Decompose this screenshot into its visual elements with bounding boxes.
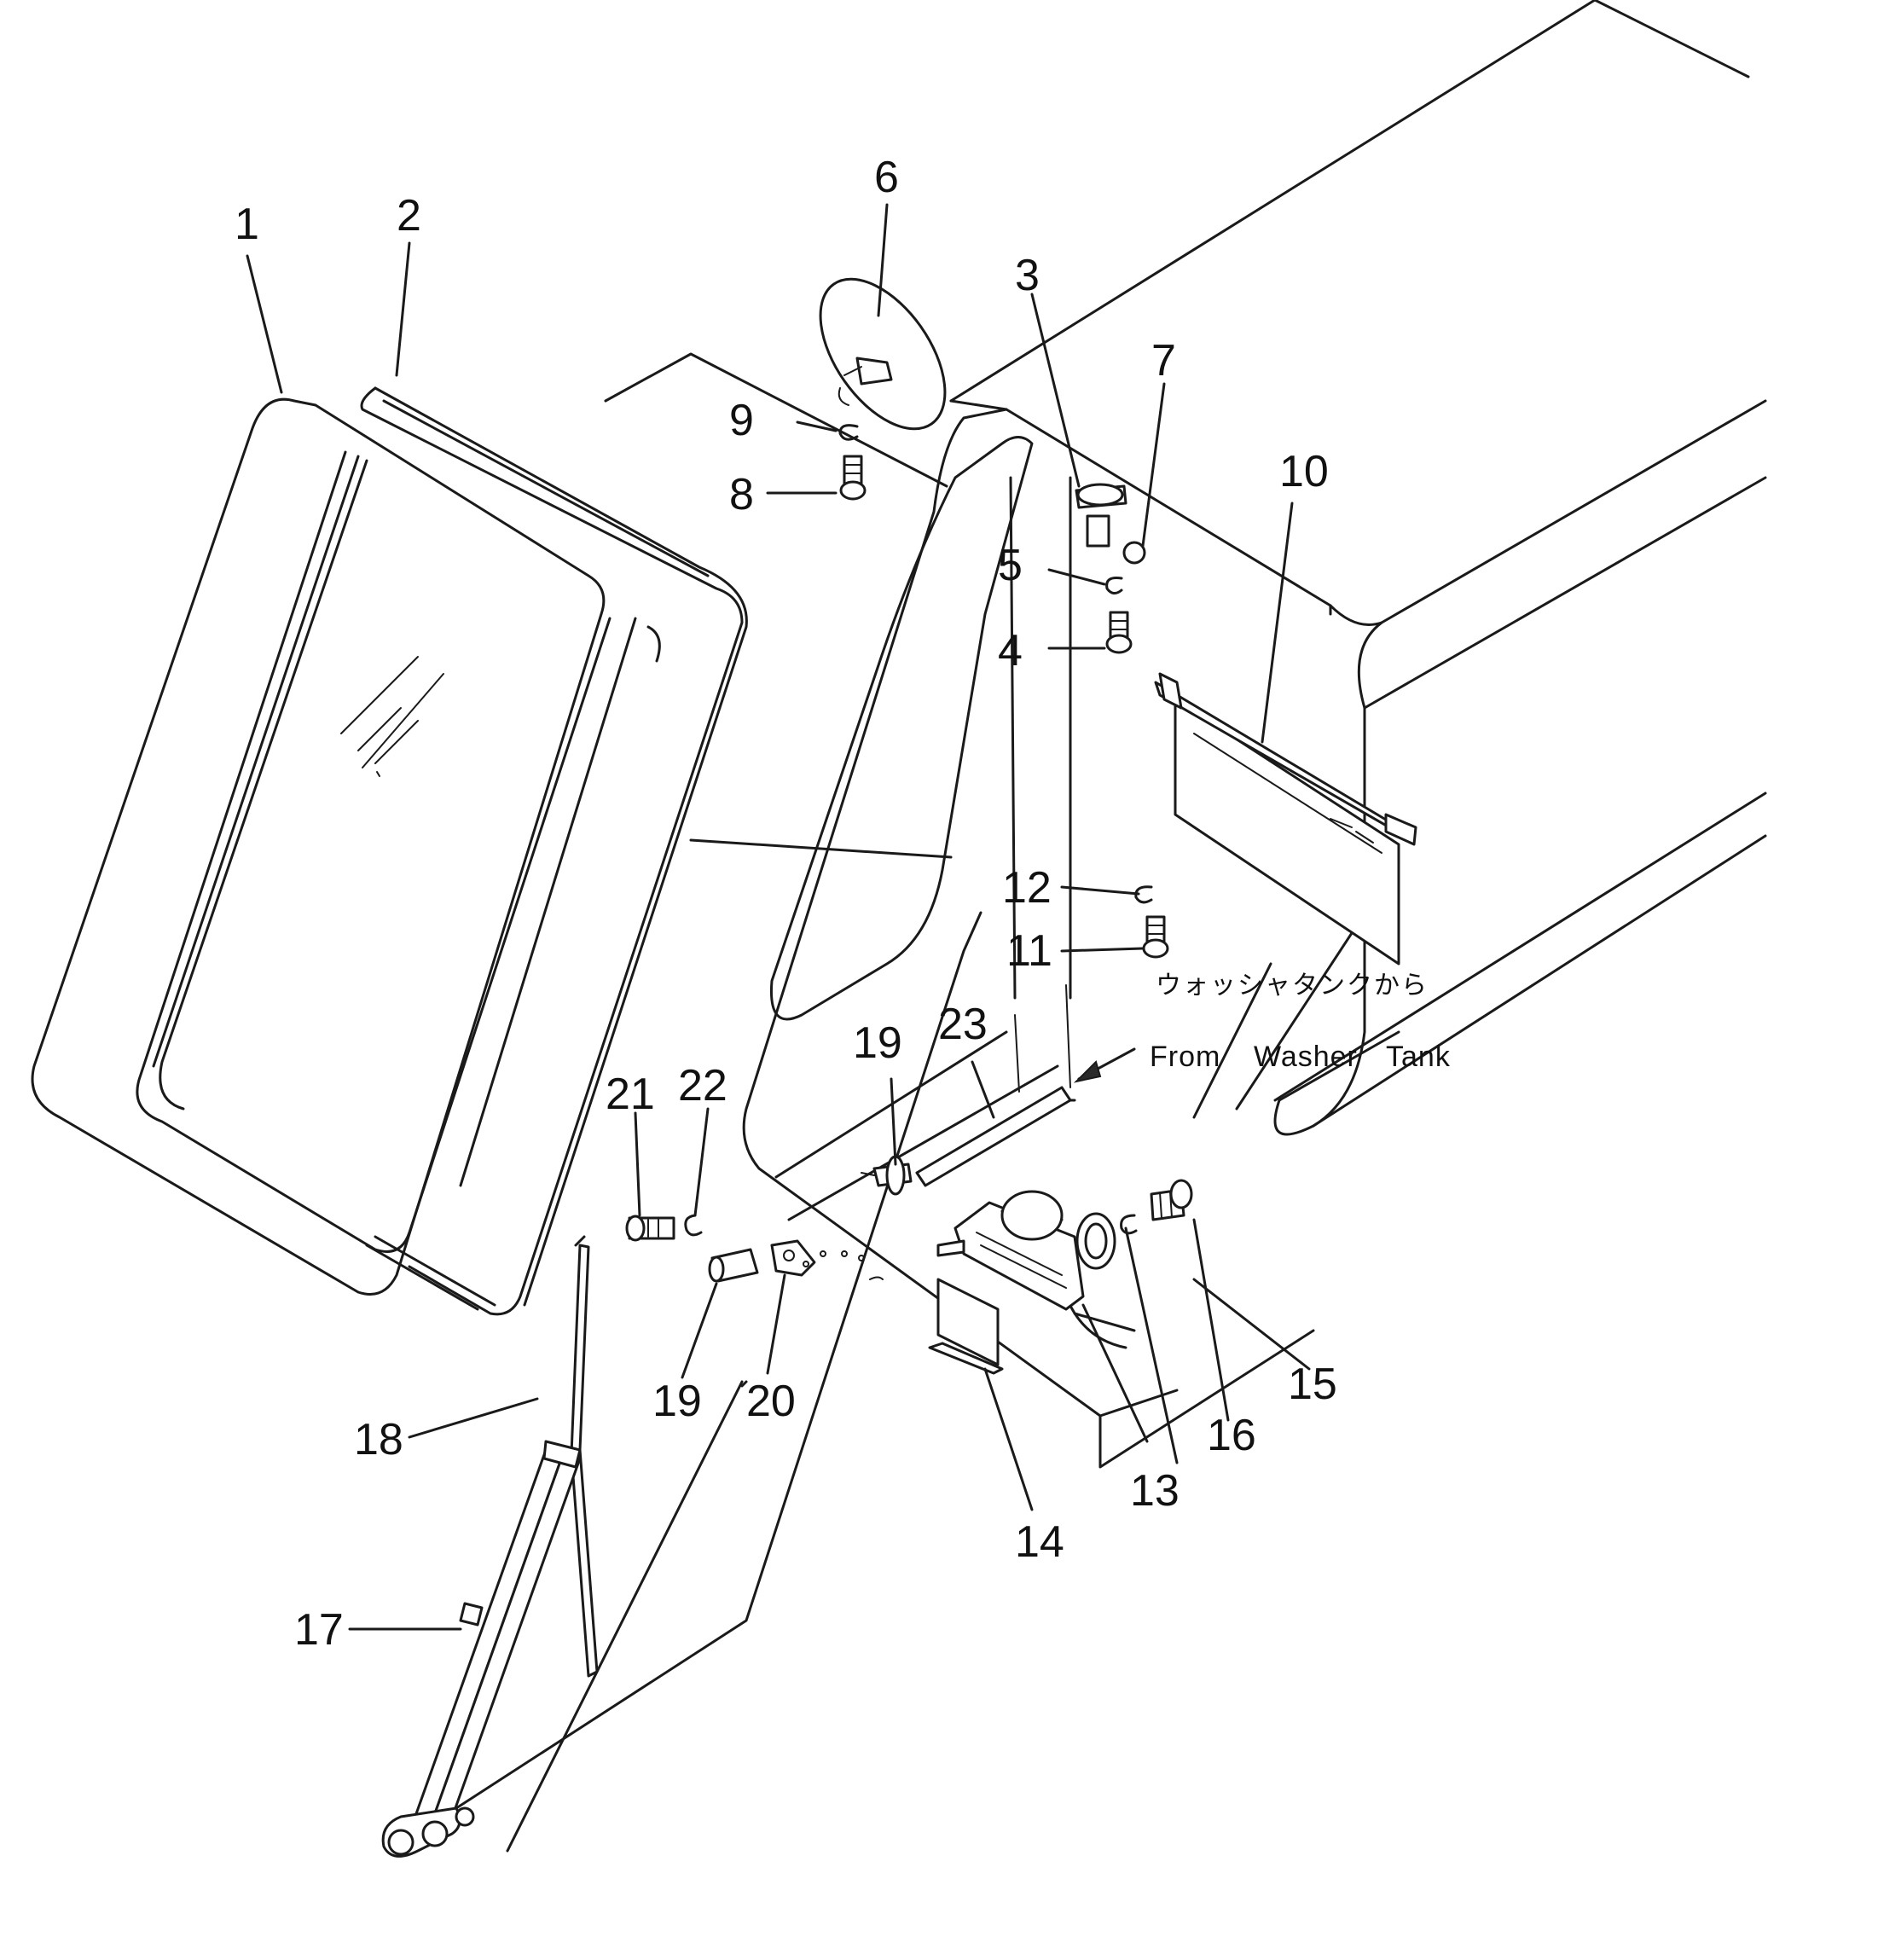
label-18: 18 — [354, 1415, 403, 1464]
washer-16 — [1120, 1214, 1138, 1235]
washer-tank-note: ウォッシャタンクから From Washer Tank — [1150, 971, 1451, 1073]
label-9: 9 — [729, 396, 754, 445]
washer-12 — [1134, 885, 1153, 904]
label-13: 13 — [1130, 1466, 1180, 1516]
note-washer: Washer — [1254, 1041, 1358, 1073]
label-2: 2 — [397, 191, 421, 241]
bolt-4 — [1105, 611, 1133, 654]
label-20: 20 — [746, 1377, 796, 1426]
washer-9 — [838, 424, 859, 441]
label-16: 16 — [1207, 1411, 1256, 1460]
joint-19-upper — [861, 1155, 913, 1196]
bolt-15 — [1150, 1179, 1193, 1221]
label-8: 8 — [729, 470, 754, 519]
bolt-8 — [839, 455, 867, 501]
label-6: 6 — [874, 153, 899, 202]
part-labels: 1 2 6 3 7 10 9 8 5 4 12 11 19 23 21 22 1… — [235, 153, 1337, 1655]
callout-leaders — [246, 203, 1311, 1631]
bracket-14 — [928, 1278, 1004, 1375]
label-1: 1 — [235, 200, 259, 249]
mirror-disc-6 — [819, 277, 947, 431]
bolt-11 — [1142, 915, 1169, 959]
washer-tank-arrow — [1073, 1047, 1136, 1083]
label-22: 22 — [678, 1061, 727, 1110]
label-12: 12 — [1002, 863, 1052, 913]
note-from: From — [1150, 1041, 1220, 1073]
note-japanese: ウォッシャタンクから — [1156, 971, 1429, 1000]
label-23: 23 — [938, 1000, 988, 1049]
washer-22 — [684, 1214, 703, 1237]
pin-19-lower — [708, 1248, 759, 1283]
wiper-motor-13 — [936, 1190, 1116, 1311]
label-14: 14 — [1015, 1517, 1064, 1567]
label-17: 17 — [294, 1605, 344, 1655]
label-21: 21 — [606, 1070, 655, 1119]
label-19-lower: 19 — [652, 1377, 702, 1426]
hose-23 — [915, 1086, 1076, 1187]
label-10: 10 — [1279, 447, 1329, 496]
label-15: 15 — [1288, 1360, 1337, 1409]
label-5: 5 — [998, 541, 1023, 590]
nozzle-3 — [1075, 483, 1127, 548]
window-frame-seal — [360, 386, 748, 1316]
bolt-21 — [625, 1215, 675, 1242]
label-11: 11 — [1006, 926, 1052, 976]
note-tank: Tank — [1386, 1041, 1451, 1073]
cab-body — [742, 0, 1767, 1469]
nut-7 — [1122, 541, 1146, 565]
leader-lines — [455, 352, 1400, 1853]
plate-20 — [770, 1239, 884, 1280]
glass-window — [31, 397, 612, 1296]
wiper-arm-17 — [381, 1440, 582, 1858]
washer-5 — [1105, 577, 1123, 594]
label-3: 3 — [1015, 251, 1040, 300]
label-4: 4 — [998, 626, 1023, 676]
label-7: 7 — [1151, 336, 1176, 386]
bracket-10 — [1154, 672, 1417, 966]
label-19-upper: 19 — [853, 1018, 902, 1068]
